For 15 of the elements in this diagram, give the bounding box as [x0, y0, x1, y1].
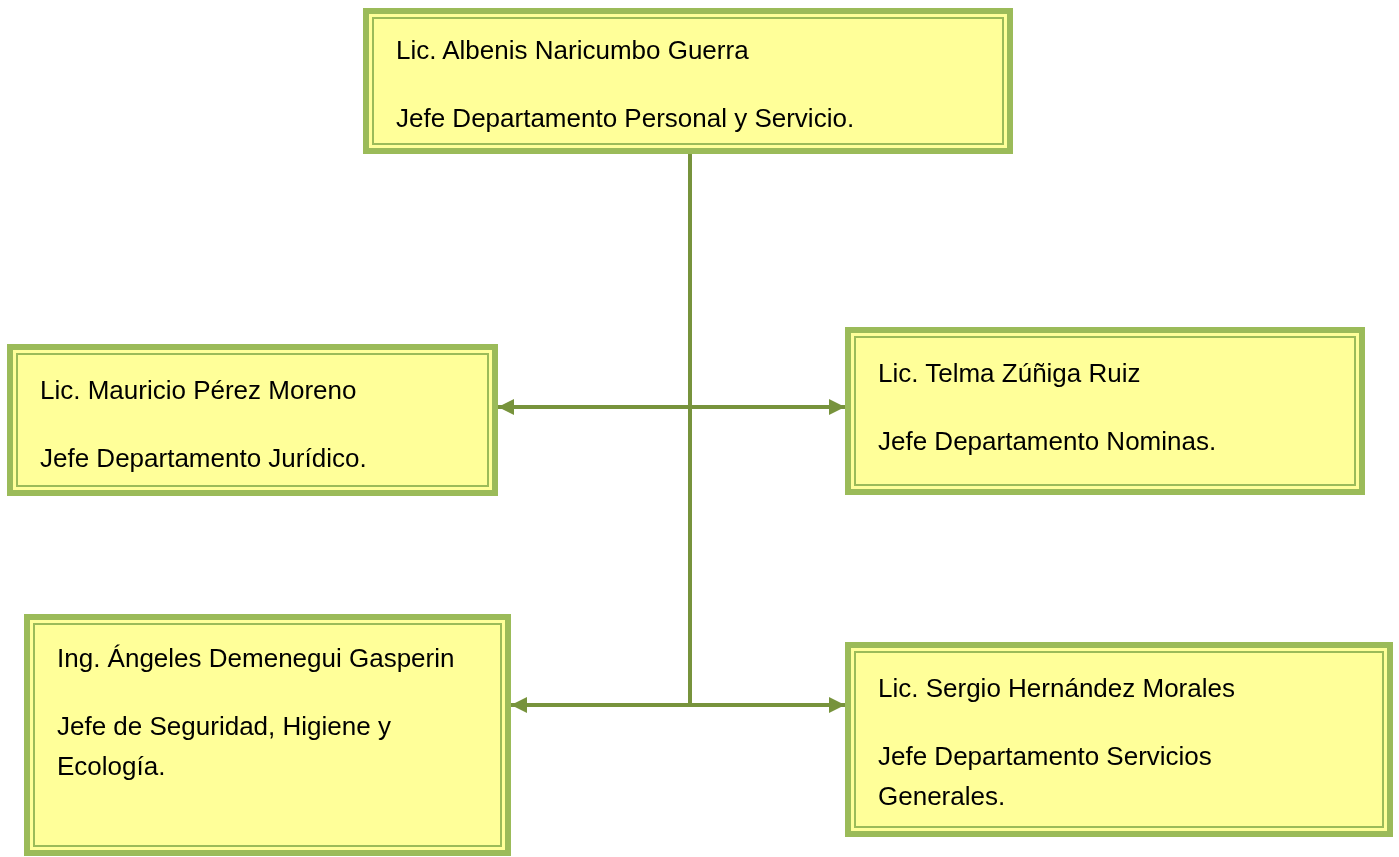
job-title: Jefe Departamento Nominas.	[878, 425, 1218, 458]
org-chart-box	[845, 642, 1393, 837]
job-title: Jefe de Seguridad, Higiene y Ecología.	[57, 710, 392, 783]
org-chart-box	[24, 614, 511, 856]
person-name: Lic. Sergio Hernández Morales	[878, 672, 1236, 705]
person-name: Lic. Albenis Naricumbo Guerra	[396, 34, 750, 67]
person-name: Lic. Telma Zúñiga Ruiz	[878, 357, 1142, 390]
person-name: Ing. Ángeles Demenegui Gasperin	[57, 642, 456, 675]
org-chart-box	[363, 8, 1013, 154]
org-chart-box	[7, 344, 498, 496]
job-title: Jefe Departamento Servicios Generales.	[878, 740, 1213, 813]
job-title: Jefe Departamento Personal y Servicio.	[396, 102, 856, 135]
org-chart-box	[845, 327, 1365, 495]
job-title: Jefe Departamento Jurídico.	[40, 442, 368, 475]
person-name: Lic. Mauricio Pérez Moreno	[40, 374, 358, 407]
